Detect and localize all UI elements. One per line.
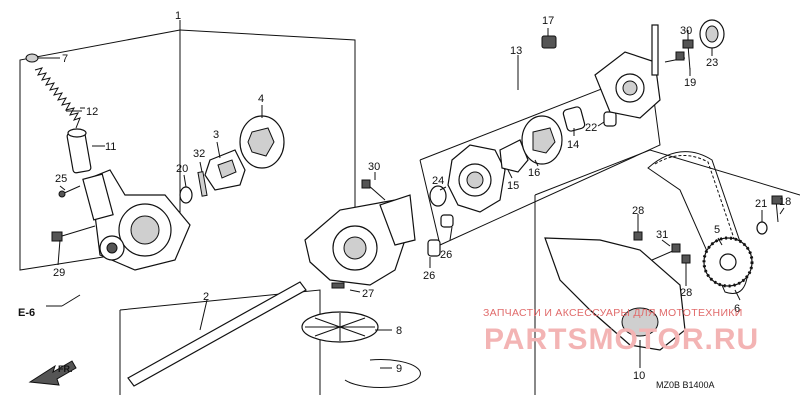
leader-lines: [57, 28, 785, 369]
part-20-o-ring: [179, 186, 193, 204]
part-14-valve: [562, 106, 586, 132]
label-part-14: 14: [567, 139, 579, 151]
part-7-cap: [25, 53, 39, 63]
label-part-30-upper: 30: [680, 25, 692, 37]
label-part-20: 20: [176, 163, 188, 175]
label-part-27: 27: [362, 288, 374, 300]
part-13-pump-body: [447, 144, 506, 213]
part-32-pin: [197, 171, 208, 197]
part-4-outer-rotor: [239, 115, 285, 169]
label-part-19: 19: [684, 77, 696, 89]
pump-cover-left: [304, 194, 416, 286]
front-direction-label: FR.: [58, 364, 73, 374]
part-27-screw: [331, 282, 345, 289]
part-10-chain-guide: [544, 237, 686, 351]
part-2-pump-shaft: [127, 281, 307, 387]
label-part-30-left: 30: [368, 161, 380, 173]
label-part-26-a: 26: [423, 270, 435, 282]
label-part-2: 2: [203, 291, 209, 303]
label-part-28-a: 28: [632, 205, 644, 217]
label-part-11: 11: [105, 141, 116, 153]
label-part-25: 25: [55, 173, 67, 185]
label-part-6: 6: [734, 303, 740, 315]
label-part-16: 16: [528, 167, 540, 179]
label-part-17: 17: [542, 15, 554, 27]
part-29-bolt: [51, 225, 96, 242]
assembly-frame-2: [119, 289, 321, 395]
e6-reference-label: E-6: [18, 307, 35, 319]
diagram-code: MZ0B B1400A: [656, 380, 715, 390]
label-part-12: 12: [86, 106, 98, 118]
label-part-28-b: 28: [680, 287, 692, 299]
part-31-bolt: [651, 243, 681, 261]
watermark-tagline: ЗАПЧАСТИ И АКСЕССУАРЫ ДЛЯ МОТОТЕХНИКИ: [483, 307, 743, 319]
label-part-29: 29: [53, 267, 65, 279]
label-part-23: 23: [706, 57, 718, 69]
label-part-7: 7: [62, 53, 68, 65]
label-part-24: 24: [432, 175, 444, 187]
part-8-oil-strainer: [301, 311, 379, 343]
assembly-frame-1: [19, 20, 356, 271]
part-18-bolt: [771, 195, 783, 223]
watermark-logo: PARTSMOTOR.RU: [484, 323, 759, 356]
part-22-dowel: [603, 111, 617, 127]
label-part-31: 31: [656, 229, 668, 241]
label-part-13: 13: [510, 45, 522, 57]
label-part-32: 32: [193, 148, 205, 160]
part-15-inner-rotor: [499, 139, 529, 173]
pump-cover-upper: [594, 24, 661, 119]
label-part-5: 5: [714, 224, 720, 236]
part-24-seal: [429, 185, 447, 207]
part-21-washer: [756, 221, 768, 235]
part-30-bolt-left: [361, 179, 386, 201]
label-part-4: 4: [258, 93, 264, 105]
label-part-9: 9: [396, 363, 402, 375]
part-12-spring: [34, 67, 81, 129]
part-23-sprocket-washer: [699, 19, 725, 49]
label-part-22: 22: [585, 122, 597, 134]
part-25-screw: [58, 185, 81, 198]
label-part-18: 18: [779, 196, 791, 208]
e6-reference: E-6: [18, 294, 81, 319]
part-3-inner-rotor: [204, 149, 246, 191]
part-26-dowel-b: [440, 214, 454, 228]
part-28-bolt-a: [633, 222, 643, 241]
part-17-nut: [541, 35, 557, 49]
part-28-bolt-b: [681, 254, 691, 282]
assembly-frame-chain: [534, 149, 800, 395]
part-5-sprocket: [702, 236, 754, 288]
part-26-dowel: [427, 239, 441, 257]
label-part-26-b: 26: [440, 249, 452, 261]
label-part-15: 15: [507, 180, 519, 192]
label-part-8: 8: [396, 325, 402, 337]
assembly-frame-13: [419, 55, 661, 246]
part-19-bolt: [664, 51, 686, 63]
part-9-circlip: [344, 359, 421, 388]
part-1-pump-body: [82, 169, 191, 271]
part-16-outer-rotor: [521, 115, 563, 165]
label-part-3: 3: [213, 129, 219, 141]
label-part-10: 10: [633, 370, 645, 382]
label-part-21: 21: [755, 198, 767, 210]
part-11-relief-valve: [66, 128, 92, 174]
front-direction-arrow: FR.: [28, 360, 77, 386]
label-part-1: 1: [175, 10, 181, 22]
